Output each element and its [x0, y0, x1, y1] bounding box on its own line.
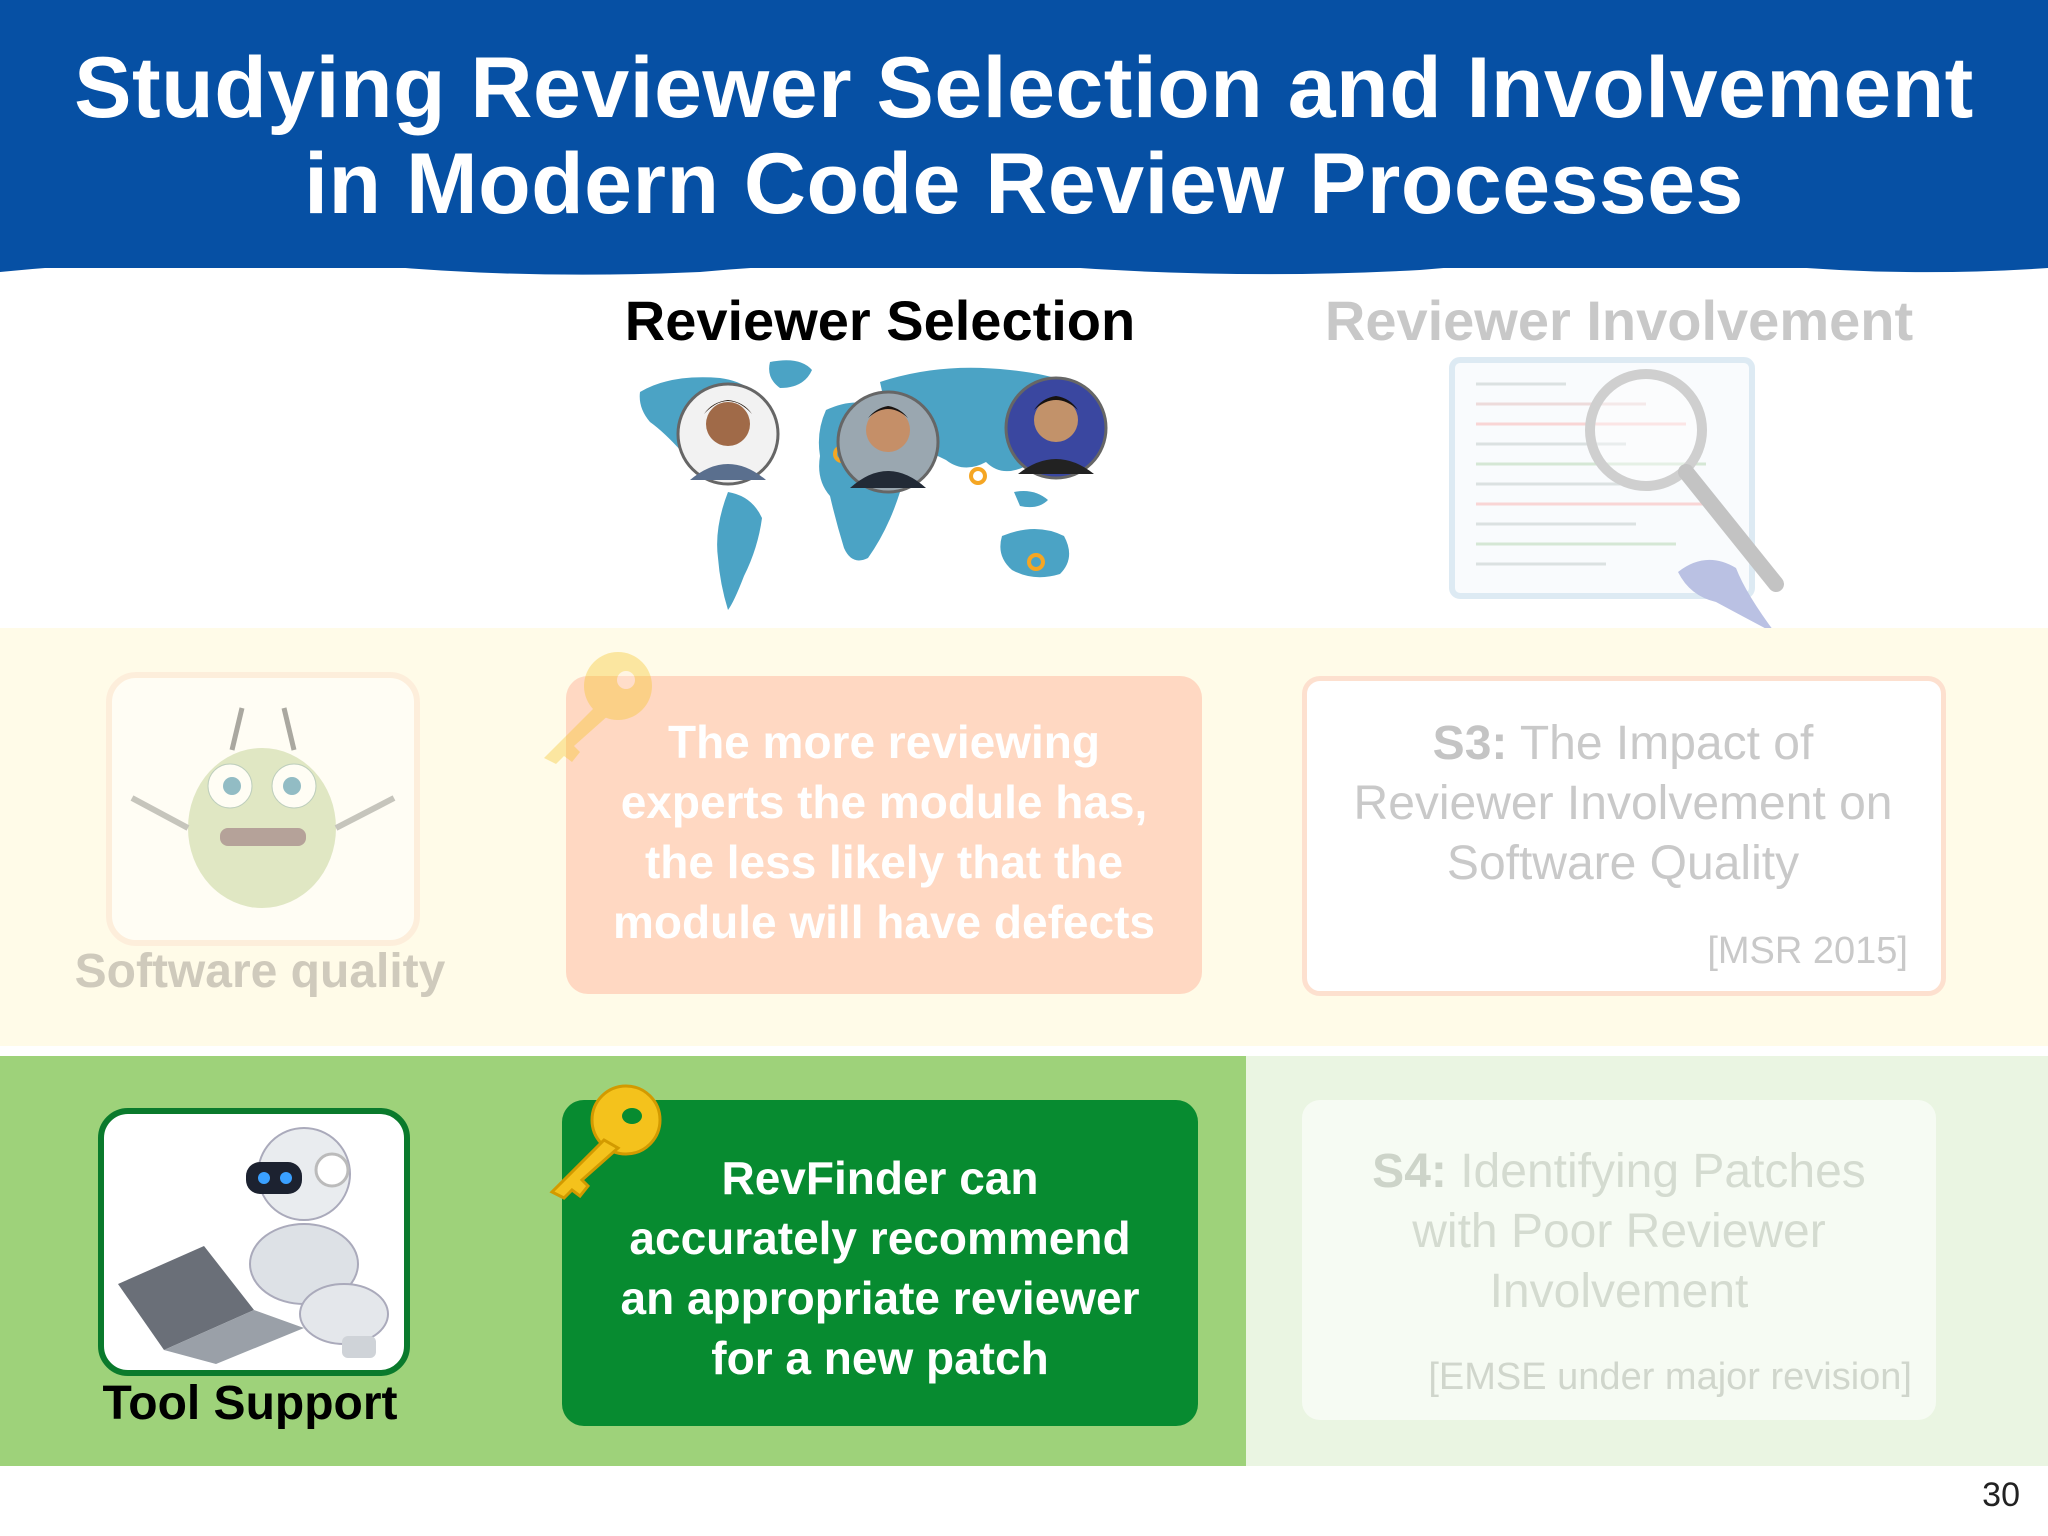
study-title-line: The Impact of [1519, 717, 1814, 770]
study-title-line: with Poor Reviewer [1412, 1205, 1826, 1258]
page-number: 30 [1982, 1476, 2020, 1514]
finding-line: module will have defects [613, 896, 1155, 948]
study-title-line: Identifying Patches [1460, 1145, 1866, 1198]
study-title-line: Software Quality [1446, 837, 1800, 890]
avatar [676, 382, 780, 486]
finding-line: experts the module has, [620, 776, 1148, 828]
avatar [1004, 376, 1108, 480]
slide-title-line-1: Studying Reviewer Selection and Involvem… [74, 40, 1974, 136]
magnifier-code-icon [1449, 357, 1784, 634]
row-label-tool-support: Tool Support [102, 1377, 398, 1430]
study-title-line: Involvement [1489, 1265, 1749, 1318]
bug-character-icon [106, 672, 420, 946]
torn-edge [0, 250, 2048, 275]
finding-line: the less likely that the [644, 836, 1124, 888]
study-citation-s3: [MSR 2015] [1707, 930, 1908, 972]
study-id: S3: [1432, 717, 1508, 770]
study-citation-s4: [EMSE under major revision] [1428, 1356, 1912, 1398]
finding-line: RevFinder can [721, 1152, 1039, 1204]
study-title-s3: S3: The Impact of Reviewer Involvement o… [1306, 714, 1940, 894]
finding-box-tool [562, 1100, 1198, 1426]
finding-text-tool: RevFinder can accurately recommend an ap… [562, 1148, 1198, 1388]
key-icon [544, 652, 652, 764]
finding-text-quality: The more reviewing experts the module ha… [566, 712, 1202, 952]
study-card-s4 [1302, 1100, 1936, 1420]
study-title-s4: S4: Identifying Patches with Poor Review… [1302, 1142, 1936, 1322]
avatar [836, 390, 940, 494]
title-banner [0, 0, 2048, 268]
column-heading-selection: Reviewer Selection [624, 289, 1136, 352]
finding-line: accurately recommend [629, 1212, 1131, 1264]
row-label-software-quality: Software quality [74, 945, 446, 998]
finding-line: an appropriate reviewer [620, 1272, 1140, 1324]
world-map-icon [639, 360, 1108, 610]
robot-laptop-icon [98, 1108, 410, 1376]
slide-title-line-2: in Modern Code Review Processes [304, 136, 1744, 232]
study-title-line: Reviewer Involvement on [1353, 777, 1893, 830]
key-icon [549, 1084, 662, 1200]
study-card-s3 [1302, 676, 1946, 996]
study-id: S4: [1372, 1145, 1447, 1198]
finding-line: for a new patch [711, 1332, 1049, 1384]
finding-line: The more reviewing [667, 716, 1100, 768]
column-heading-involvement: Reviewer Involvement [1324, 289, 1914, 352]
finding-box-quality [566, 676, 1202, 994]
